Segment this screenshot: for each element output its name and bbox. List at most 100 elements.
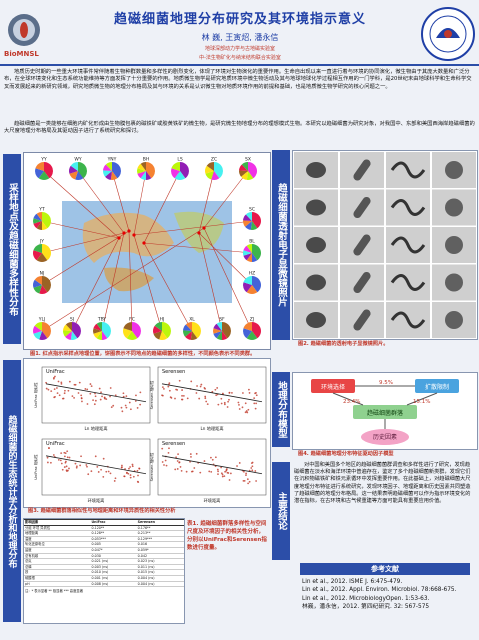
scatter-point [244,411,247,414]
pie-slice [245,221,252,230]
site-label: BH [143,157,149,163]
pie-slice [239,164,248,171]
scatter-point [123,475,126,478]
pie-slice [153,325,162,334]
scatter-point [46,461,49,464]
scatter-point [220,397,223,400]
map-connector-line [203,227,253,332]
pie-slice [34,276,42,285]
plot-frame [41,438,151,496]
pie-slice [137,168,146,174]
bacterium-cell [445,198,463,217]
scatter-point [75,466,78,469]
scatter-point [242,392,244,394]
scatter-point [181,394,183,397]
scatter-point [168,389,171,392]
scatter-point [211,458,214,461]
table-header: Serensen [136,519,184,526]
bacterium-cell [445,236,463,254]
pie-slice [140,162,146,171]
site-label: SF [219,317,225,323]
reference-item: Lin et al., 2012. MicrobiologyOpen. 1:53… [302,595,430,602]
scatter-point [241,406,244,409]
pie-slice [122,328,132,339]
scatter-point [89,392,92,395]
scatter-point [161,461,164,463]
distribution-model-figure: 环境选择 扩散限制 趋磁细菌群落 历史因素 23.4% 9.5% 15.1% [292,372,478,450]
scatter-point [195,392,198,394]
scatter-point [64,389,66,392]
site-pie-fc: FC [122,317,141,340]
scatter-point [102,475,105,478]
scatter-point [182,394,185,397]
sampling-site-dot [127,229,131,233]
pie-slice [70,162,78,171]
scatter-point [67,389,70,392]
pie-slice [243,276,252,285]
site-pie-wy: WY [69,157,87,180]
table-cell: 硫酸根 [24,575,91,582]
scatter-point [220,466,223,469]
model-label-history: 历史因素 [373,433,397,441]
scatter-point [161,394,163,397]
pie-slice [69,171,78,180]
pie-slice [243,322,252,331]
pie-slice [44,162,53,179]
scatter-point [164,459,167,462]
scatter-point [254,392,257,395]
pie-slice [105,171,112,180]
scatter-point [204,397,207,400]
scatter-point [98,387,101,390]
bacterium-cell [445,273,463,292]
scatter-point [167,385,170,388]
pie-slice [63,330,72,337]
scatter-point [208,470,211,473]
scatter-point [228,479,231,481]
scatter-point [200,383,203,386]
map-connector-line [43,170,120,239]
pie-slice [33,325,42,334]
scatter-point [48,447,50,450]
pie-slice [190,331,198,340]
site-pie-tby: TBY [92,317,112,340]
scatter-point [86,388,89,391]
scatter-point [161,447,164,450]
site-pie-ls: LS [171,157,190,180]
pie-slice [102,331,108,340]
scatter-point [137,474,139,477]
scatter-point [203,460,206,462]
pie-slice [250,221,258,230]
plot-frame [41,366,151,424]
pie-slice [112,162,121,179]
map-connector-line [198,232,253,286]
scatter-point [81,400,83,403]
scatter-point [255,402,258,405]
scatter-point [196,385,198,387]
model-pct-2: 9.5% [379,380,393,386]
scatter-point [86,465,88,468]
scatter-point [199,385,202,388]
pie-slice [110,171,118,180]
scatter-point [97,471,100,473]
sampling-site-dot [197,231,201,235]
site-pie-ylj: YLJ [33,317,51,340]
pie-slice [243,250,252,256]
pie-slice [33,250,42,261]
reference-item: 林巍，潘永信，2012. 第四纪研究. 32: 567-575 [302,603,430,610]
model-label-dispersal: 扩散限制 [425,383,449,391]
map-connector-line [198,170,215,234]
pie-slice [92,328,102,334]
scatter-point [64,452,67,455]
scatter-point [217,470,219,473]
bacterium-cell [445,311,463,329]
table-note: 注：* 表示显著 ** 极显著 *** 高度显著 [25,589,83,594]
scatter-point [215,394,218,397]
paleomagnetism-lab-seal [420,4,476,64]
intro-paragraph-2: 趋磁细菌是一类能够在细胞内矿化形成由生物膜包裹的磁铁矿或胶黄铁矿的微生物，是研究… [4,121,475,135]
plot-xlabel: Ln 地理距离 [84,425,107,432]
scatter-point [248,392,251,394]
pie-slice [123,322,132,331]
